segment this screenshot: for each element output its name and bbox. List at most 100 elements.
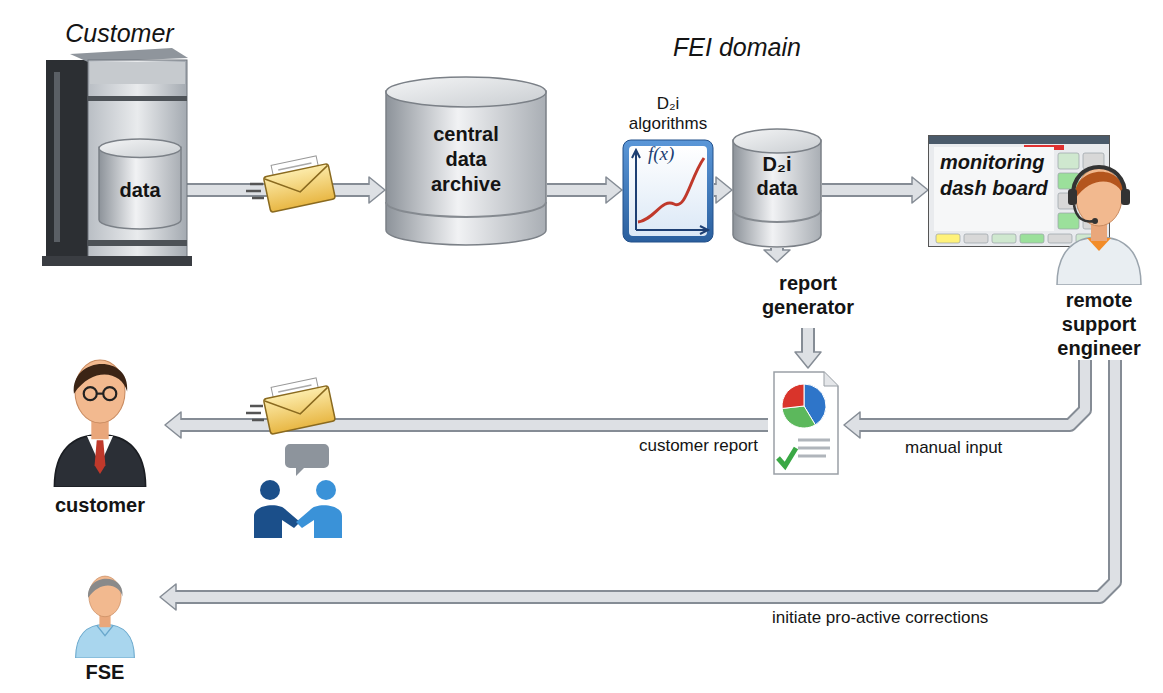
hair [88,579,123,598]
page-fold [824,372,838,386]
arrow-shaft [547,185,607,195]
status-tile [992,234,1016,243]
node-shape [35,335,165,517]
status-tile [1020,234,1044,243]
envelope-body [263,385,335,434]
arrow-outline [822,183,913,197]
arrow-shaft [822,185,913,195]
node-text: FSE [50,660,160,684]
engineer-person: remote support engineer [1045,145,1153,360]
report-icon [774,372,838,474]
result-database: D₂i data [732,128,822,248]
vendor-zone: central data archive D₂i algorithmsD₂i da… [362,10,1155,690]
status-tile [1058,213,1079,229]
flow-arrow [764,248,790,262]
cylinder-body [733,140,821,247]
process-box: report generator [735,262,881,328]
person-figure [1057,167,1141,285]
arrow-head [606,177,622,203]
flow-arrow [547,177,622,203]
text-area [934,147,1054,231]
microscope-illustration [42,48,192,266]
arrow-outline [770,248,784,251]
node-shape [768,368,844,478]
function-curve [638,158,704,222]
mic-tip [1092,218,1098,224]
microscope-base [42,256,192,266]
screen-titlebar [929,136,1109,144]
microscope-column [46,60,90,258]
person-figure [76,576,135,658]
arrow-head [795,352,821,368]
node-text: remote support engineer [1045,288,1153,360]
arrow-outline [175,360,1115,597]
cylinder-band [386,202,546,217]
report-document: customer report [768,368,844,478]
status-tile [1058,153,1079,169]
status-tile [964,234,988,243]
pie-slice [782,406,815,428]
microscope-cap [90,62,185,84]
handshake-icon [254,444,342,538]
flow-arrow [795,328,821,368]
arrow-outline [859,360,1085,425]
glasses [84,387,97,400]
arrow-head [369,177,385,203]
archive-database: central data archive [385,76,547,246]
glasses [103,387,116,400]
node-text: D₂i algorithms [622,94,714,134]
headset-cup [1068,189,1077,205]
customer-person: customer [35,335,165,517]
node-text: data [98,178,182,202]
node-text: customer [35,493,165,517]
arrow-shaft [175,360,1115,597]
arrow-shaft [859,360,1085,425]
person-head [316,480,336,500]
arrow-head [912,177,928,203]
mail-envelope [246,154,335,213]
headset-mic [1074,205,1094,221]
torso [1057,237,1141,285]
flow-arrow [714,177,732,203]
cylinder-body [386,91,546,245]
check-mark [778,448,796,466]
mail-envelope [246,376,335,435]
hair [74,364,128,394]
person-figure [54,360,145,487]
node-text: FEI domain [362,32,1112,62]
flow-arrow [165,412,768,438]
data-store: data [98,138,182,230]
flow-arrow [160,360,1115,610]
speech-bubble [285,444,329,476]
status-tile [1048,234,1072,243]
person-head [260,480,280,500]
node-text: report generator [735,271,881,319]
algorithm-block: D₂i algorithms [622,94,714,244]
edge-label: initiate pro-active corrections [772,608,988,628]
cylinder-top [386,77,546,107]
status-tile [936,234,960,243]
arrow-outline [547,183,607,197]
customer-zone: datacustomerFSECustomer [2,10,237,690]
torso [54,435,145,487]
arrow-head [160,584,176,610]
cylinder-top [99,139,181,157]
fse-person: FSE [50,560,160,684]
cylinder-body [99,147,181,229]
microscope-band [88,96,187,101]
envelope-flap [265,388,332,421]
microscope-front [88,60,187,258]
arrow-head [716,177,732,203]
pie-slice [782,384,804,408]
headset-cup [1121,189,1130,205]
icon-formula: f(x) [648,143,674,165]
headset-band [1073,167,1125,197]
envelope-body [263,163,335,212]
arrow-shaft [803,328,813,353]
node-text: customer report [568,436,758,456]
arrow-head [844,412,860,438]
text-lines [798,440,830,456]
arrow-outline [801,328,815,353]
node-text: central data archive [385,122,547,197]
